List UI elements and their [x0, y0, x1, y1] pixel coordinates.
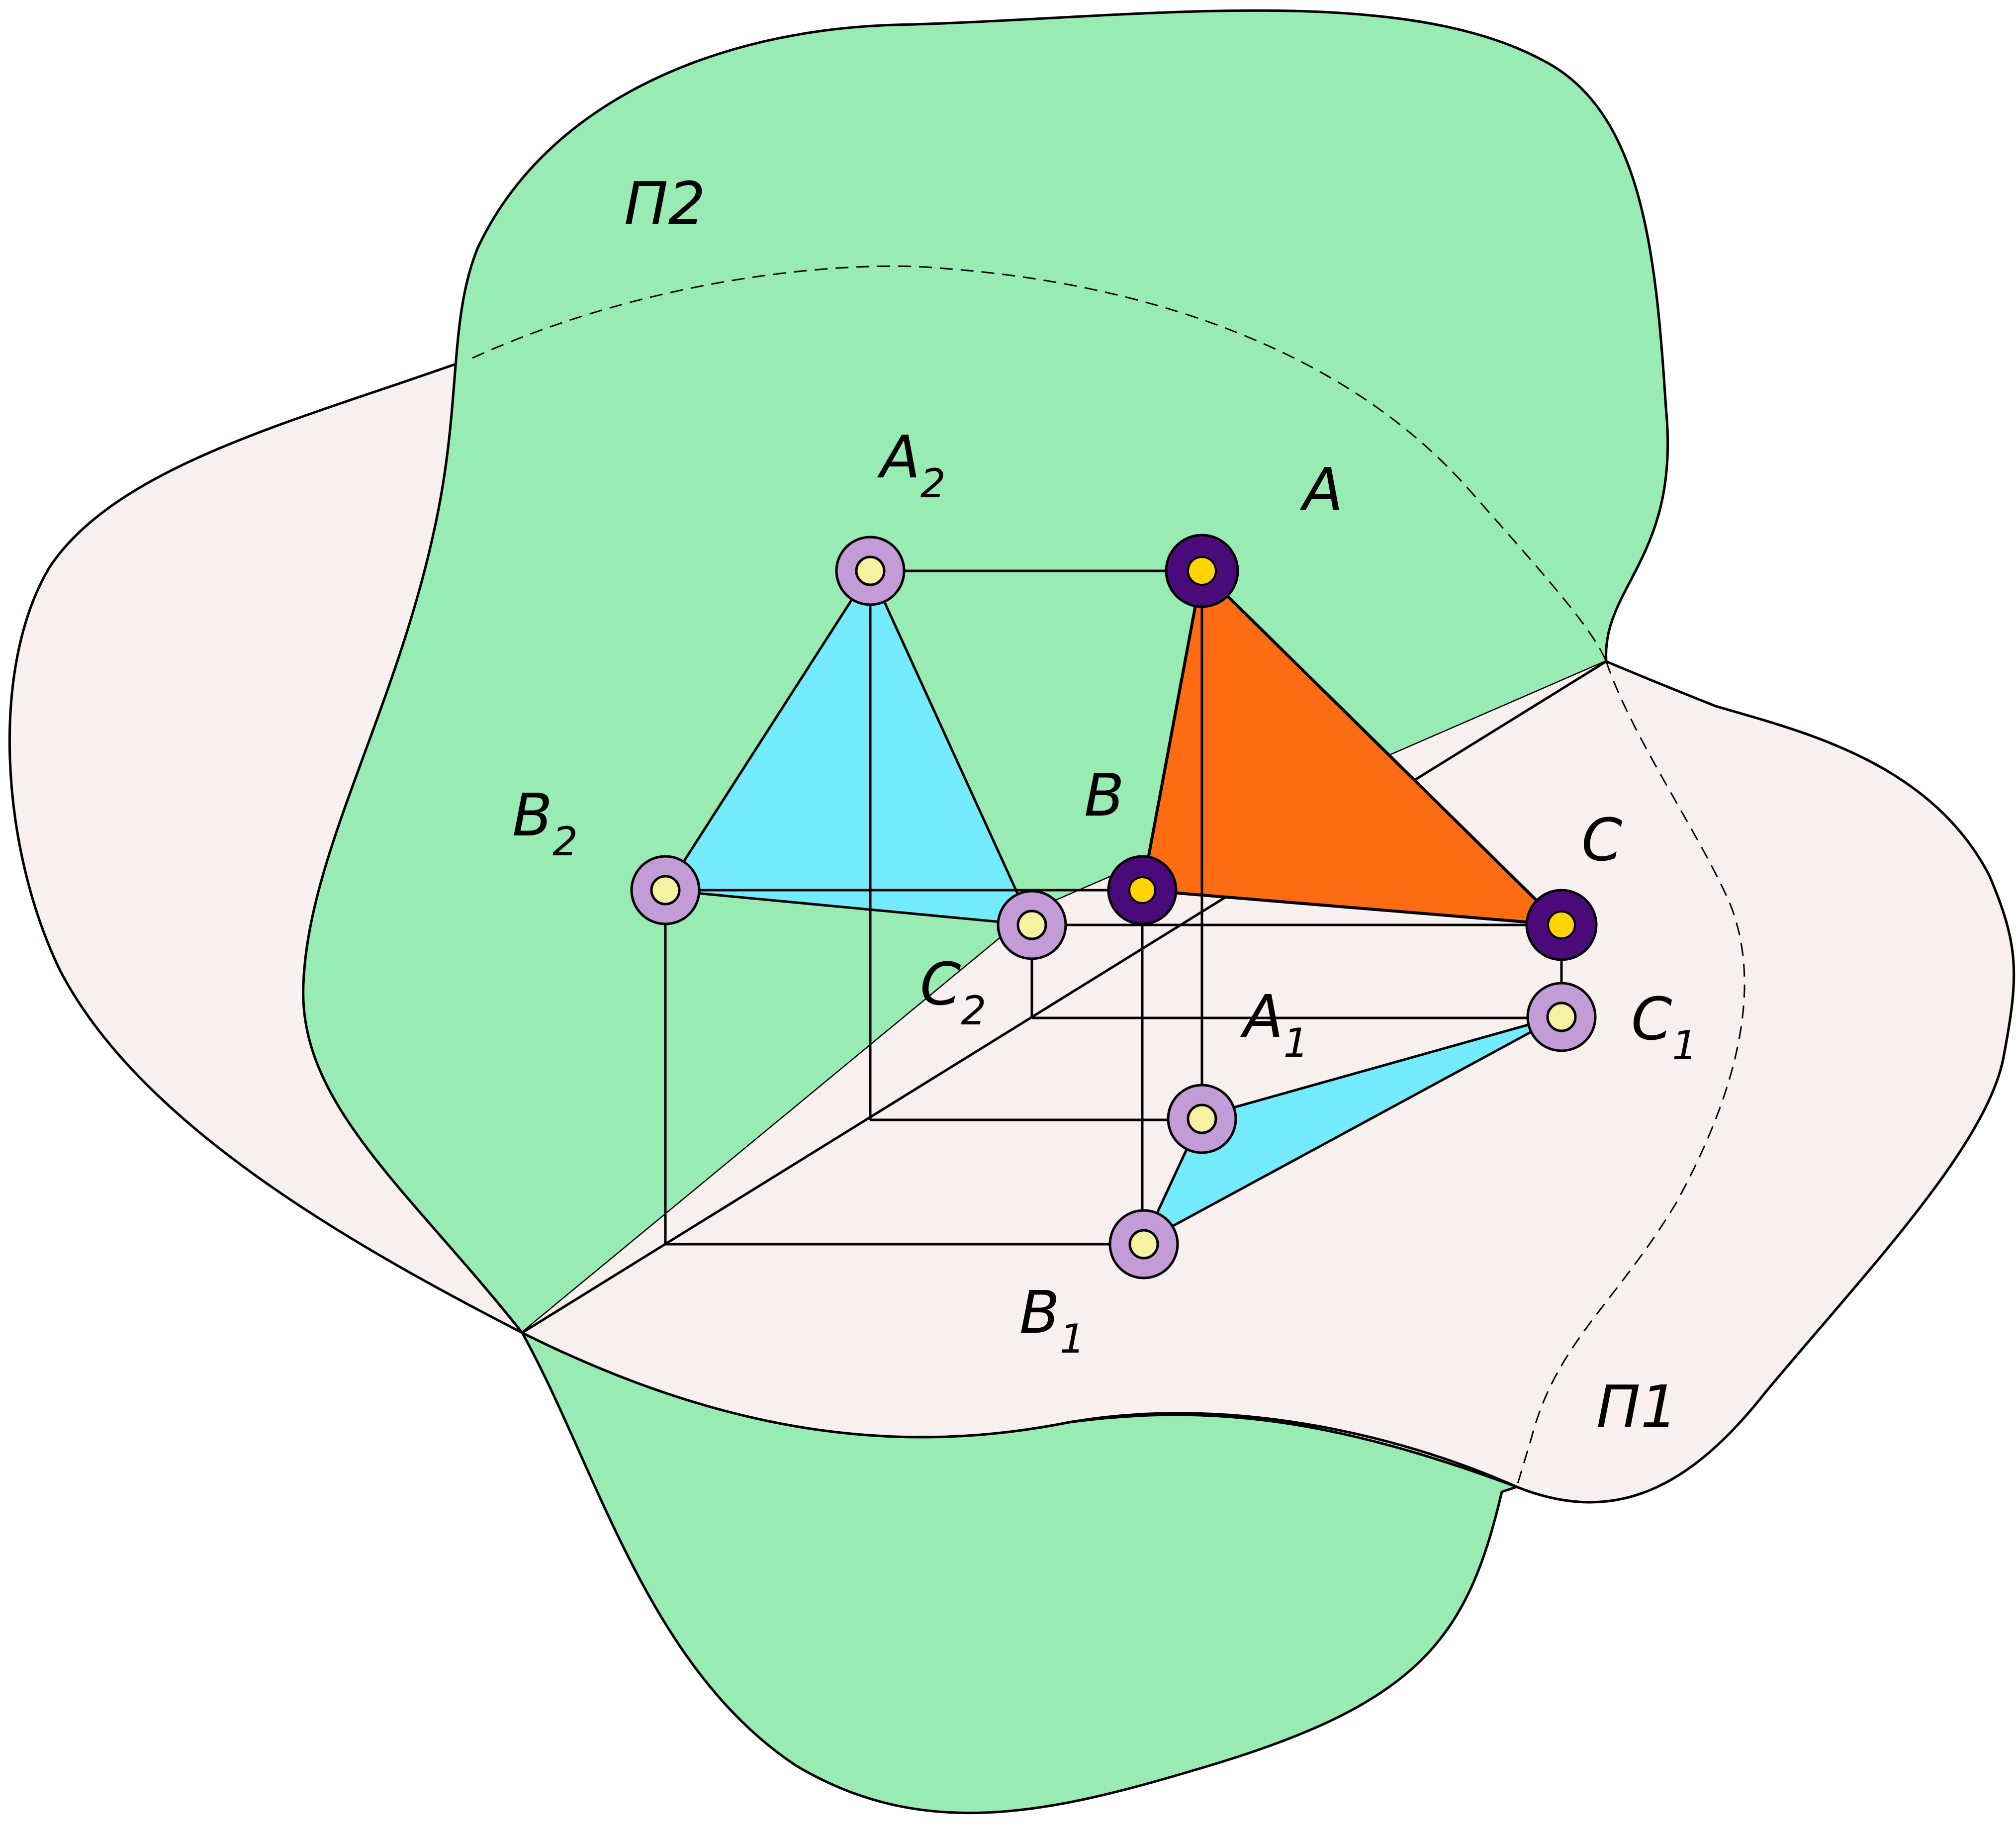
point-C [1525, 889, 1598, 961]
label-p1: П1 [1596, 1373, 1678, 1441]
label-C1: C1 [1631, 985, 1697, 1069]
label-p2: П2 [624, 169, 706, 238]
point-C2 [997, 890, 1067, 960]
hidden-edge-p1 [472, 265, 1607, 662]
point-A1 [1167, 1084, 1237, 1154]
point-C1 [1526, 982, 1597, 1052]
axis-x12 [521, 660, 1607, 1334]
plane-p1-front [522, 661, 2014, 1502]
point-B [1107, 855, 1178, 925]
label-C2: C2 [920, 950, 986, 1034]
plane-p1-front-outline [521, 660, 2016, 1504]
plane-p2-upper [302, 9, 1669, 1335]
point-A [1165, 534, 1239, 608]
hidden-edge-p2 [1516, 661, 1745, 1487]
projection-triangle-horizontal [1141, 1014, 1562, 1245]
spatial-triangle [1140, 567, 1566, 927]
label-A2: A2 [877, 423, 946, 507]
label-B1: B1 [1019, 1278, 1085, 1362]
point-A2 [835, 536, 906, 606]
label-C: C [1581, 806, 1622, 874]
label-A: A [1299, 455, 1343, 524]
point-B2 [630, 855, 701, 925]
label-B: B [1084, 761, 1124, 829]
label-A1: A1 [1240, 982, 1309, 1066]
point-B1 [1108, 1209, 1179, 1280]
label-B2: B2 [512, 781, 578, 865]
projection-triangle-frontal [663, 568, 1034, 926]
